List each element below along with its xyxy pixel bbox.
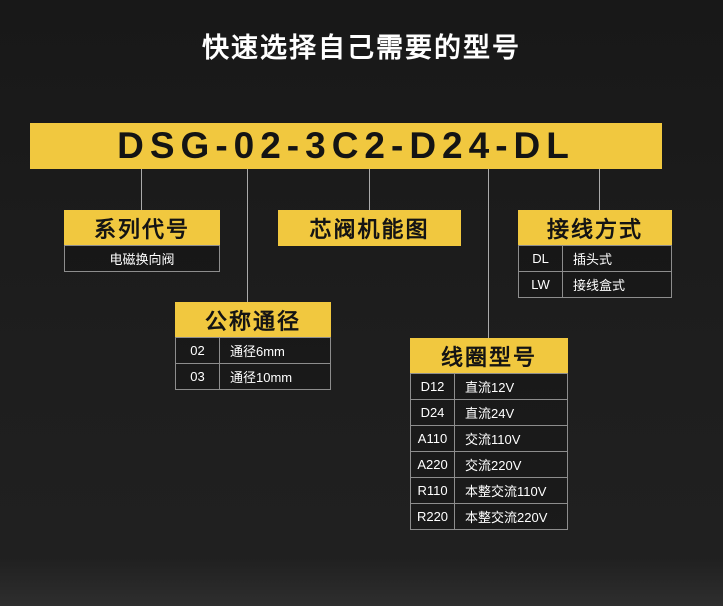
connector-line-wiring bbox=[599, 169, 600, 210]
coil-label: 本整交流110V bbox=[465, 484, 547, 499]
diameter-label: 通径6mm bbox=[230, 344, 285, 359]
table-row: 03 通径10mm bbox=[175, 363, 331, 390]
connector-line-diameter bbox=[247, 169, 248, 302]
table-row: D12 直流12V bbox=[410, 373, 568, 400]
group-function: 芯阀机能图 bbox=[278, 210, 461, 246]
table-row: D24 直流24V bbox=[410, 399, 568, 426]
model-number: DSG-02-3C2-D24-DL bbox=[117, 125, 575, 166]
group-function-title: 芯阀机能图 bbox=[278, 210, 461, 246]
diameter-label: 通径10mm bbox=[230, 370, 293, 385]
wiring-label: 接线盒式 bbox=[573, 278, 626, 293]
coil-label: 本整交流220V bbox=[465, 510, 548, 525]
coil-label: 交流220V bbox=[465, 458, 522, 473]
coil-code: R110 bbox=[411, 478, 455, 503]
coil-code: A220 bbox=[411, 452, 455, 477]
coil-label: 直流12V bbox=[465, 380, 515, 395]
table-row: A110 交流110V bbox=[410, 425, 568, 452]
table-row: 02 通径6mm bbox=[175, 337, 331, 364]
table-row: R110 本整交流110V bbox=[410, 477, 568, 504]
connector-line-series bbox=[141, 169, 142, 210]
connector-line-function bbox=[369, 169, 370, 210]
table-row: LW 接线盒式 bbox=[518, 271, 672, 298]
connector-line-coil bbox=[488, 169, 489, 338]
coil-code: R220 bbox=[411, 504, 455, 529]
series-label: 电磁换向阀 bbox=[109, 252, 175, 267]
model-number-banner: DSG-02-3C2-D24-DL bbox=[30, 123, 662, 169]
coil-code: A110 bbox=[411, 426, 455, 451]
table-row: 电磁换向阀 bbox=[64, 245, 220, 272]
wiring-label: 插头式 bbox=[573, 252, 613, 267]
group-coil-title: 线圈型号 bbox=[410, 338, 568, 374]
group-wiring: 接线方式 DL 插头式 LW 接线盒式 bbox=[518, 210, 672, 298]
coil-code: D12 bbox=[411, 374, 455, 399]
coil-label: 交流110V bbox=[465, 432, 521, 447]
table-row: R220 本整交流220V bbox=[410, 503, 568, 530]
coil-code: D24 bbox=[411, 400, 455, 425]
table-row: A220 交流220V bbox=[410, 451, 568, 478]
group-diameter-title: 公称通径 bbox=[175, 302, 331, 338]
diameter-code: 02 bbox=[176, 338, 220, 363]
group-series-title: 系列代号 bbox=[64, 210, 220, 246]
group-diameter: 公称通径 02 通径6mm 03 通径10mm bbox=[175, 302, 331, 390]
page-title: 快速选择自己需要的型号 bbox=[202, 33, 521, 63]
group-wiring-title: 接线方式 bbox=[518, 210, 672, 246]
wiring-code: DL bbox=[519, 246, 563, 271]
group-coil: 线圈型号 D12 直流12V D24 直流24V A110 交流110V A22… bbox=[410, 338, 568, 530]
group-series: 系列代号 电磁换向阀 bbox=[64, 210, 220, 272]
coil-label: 直流24V bbox=[465, 406, 515, 421]
diameter-code: 03 bbox=[176, 364, 220, 389]
wiring-code: LW bbox=[519, 272, 563, 297]
table-row: DL 插头式 bbox=[518, 245, 672, 272]
